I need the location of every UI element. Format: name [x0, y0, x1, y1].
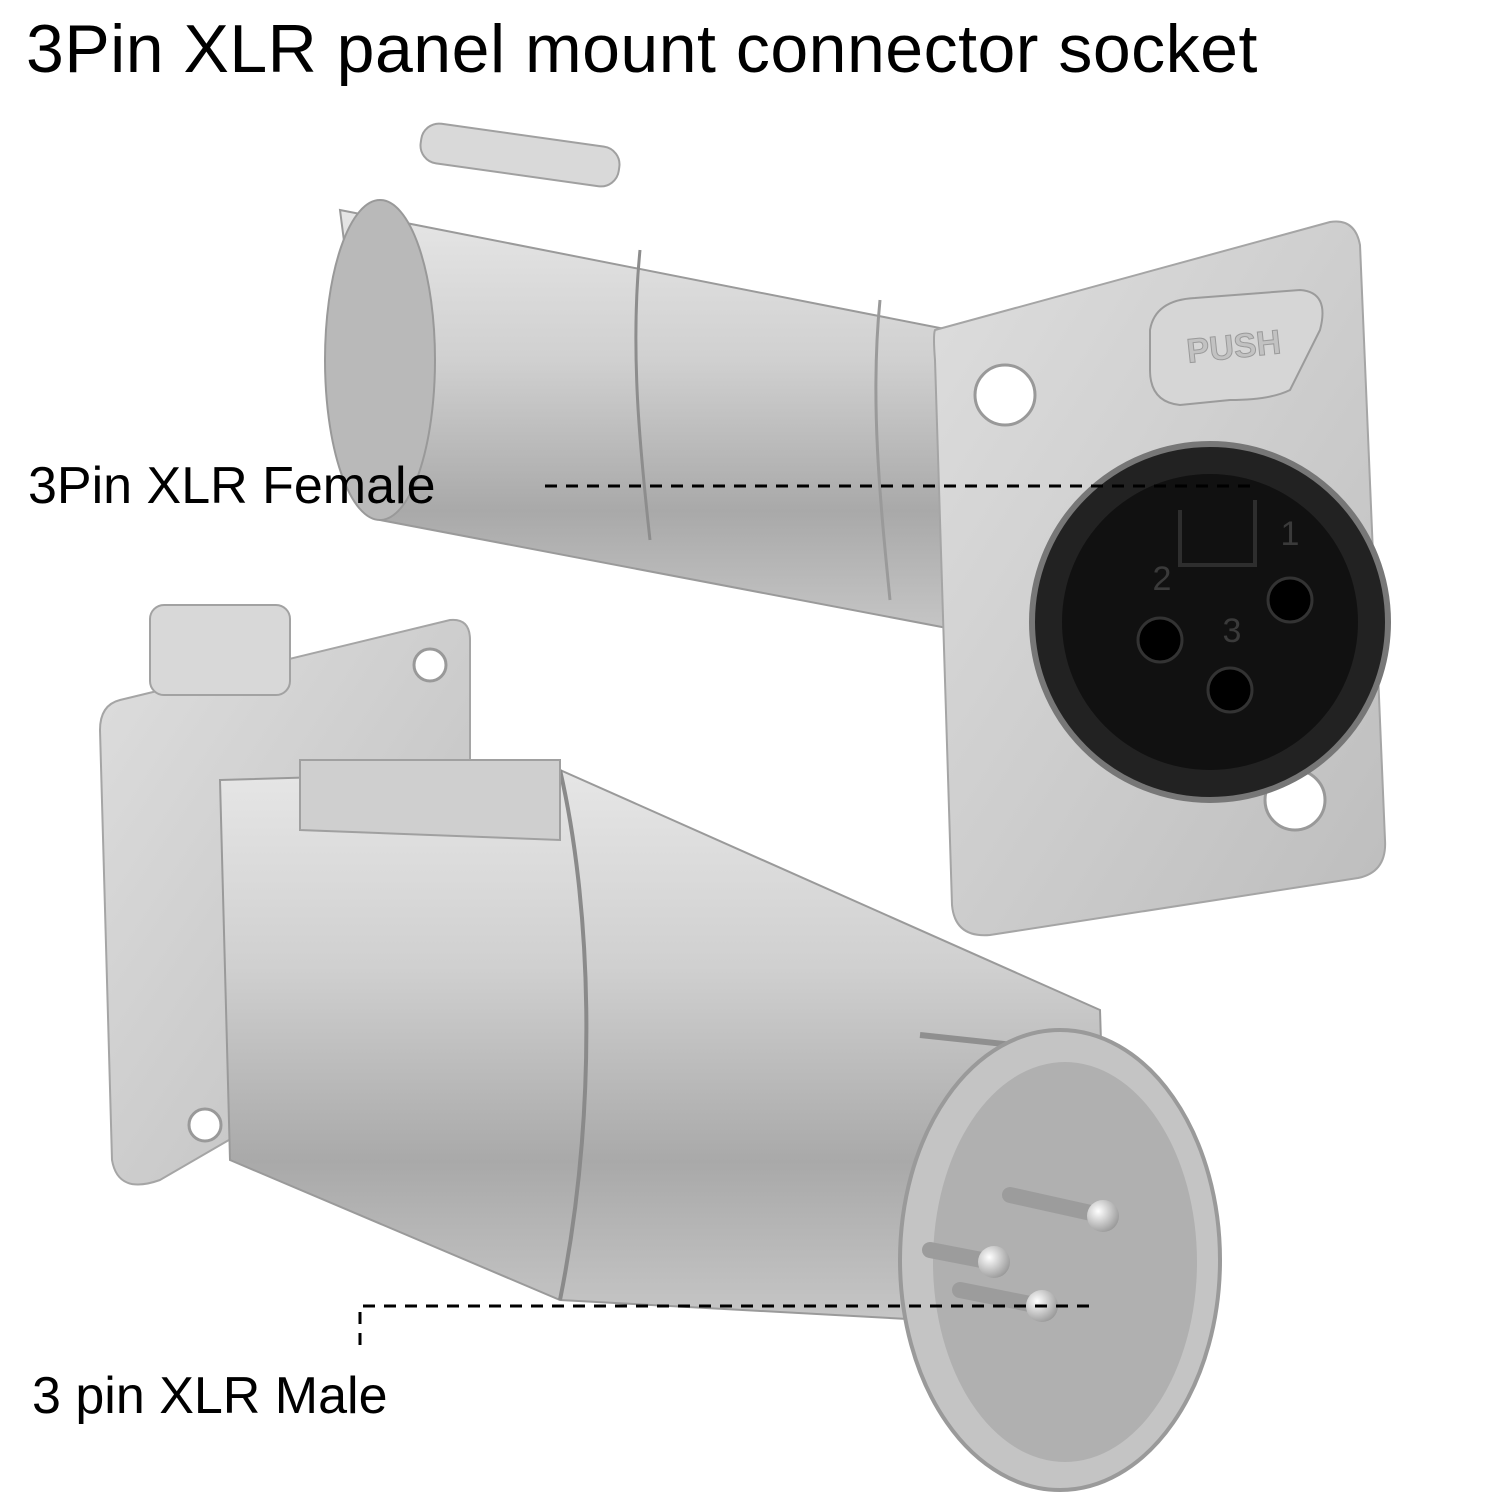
- male-pin: [922, 1242, 1010, 1278]
- mounting-hole: [973, 363, 1037, 427]
- pin-number-2: 2: [1153, 560, 1172, 598]
- male-connector: [98, 604, 1222, 1492]
- socket-hole: [1206, 666, 1254, 714]
- male-callout-line: [358, 1304, 1090, 1345]
- male-latch-tab: [149, 604, 291, 696]
- male-plug-face: [898, 1028, 1222, 1492]
- male-connector-body: [218, 759, 1112, 1332]
- page-title: 3Pin XLR panel mount connector socket: [26, 11, 1258, 87]
- female-socket-insert: 1 2 3: [1029, 441, 1391, 803]
- male-pin: [1002, 1187, 1119, 1232]
- male-callout-label: 3 pin XLR Male: [32, 1367, 388, 1425]
- socket-hole: [1266, 576, 1314, 624]
- pin-number-3: 3: [1223, 612, 1242, 650]
- push-latch: PUSH: [1149, 288, 1324, 407]
- pin-number-1: 1: [1281, 515, 1300, 553]
- mounting-hole: [187, 1107, 223, 1143]
- socket-hole: [1136, 616, 1184, 664]
- female-connector: PUSH 1 2 3: [324, 122, 1391, 937]
- female-connector-body: [324, 122, 1012, 642]
- mounting-hole: [412, 647, 448, 683]
- female-callout-label: 3Pin XLR Female: [28, 457, 436, 515]
